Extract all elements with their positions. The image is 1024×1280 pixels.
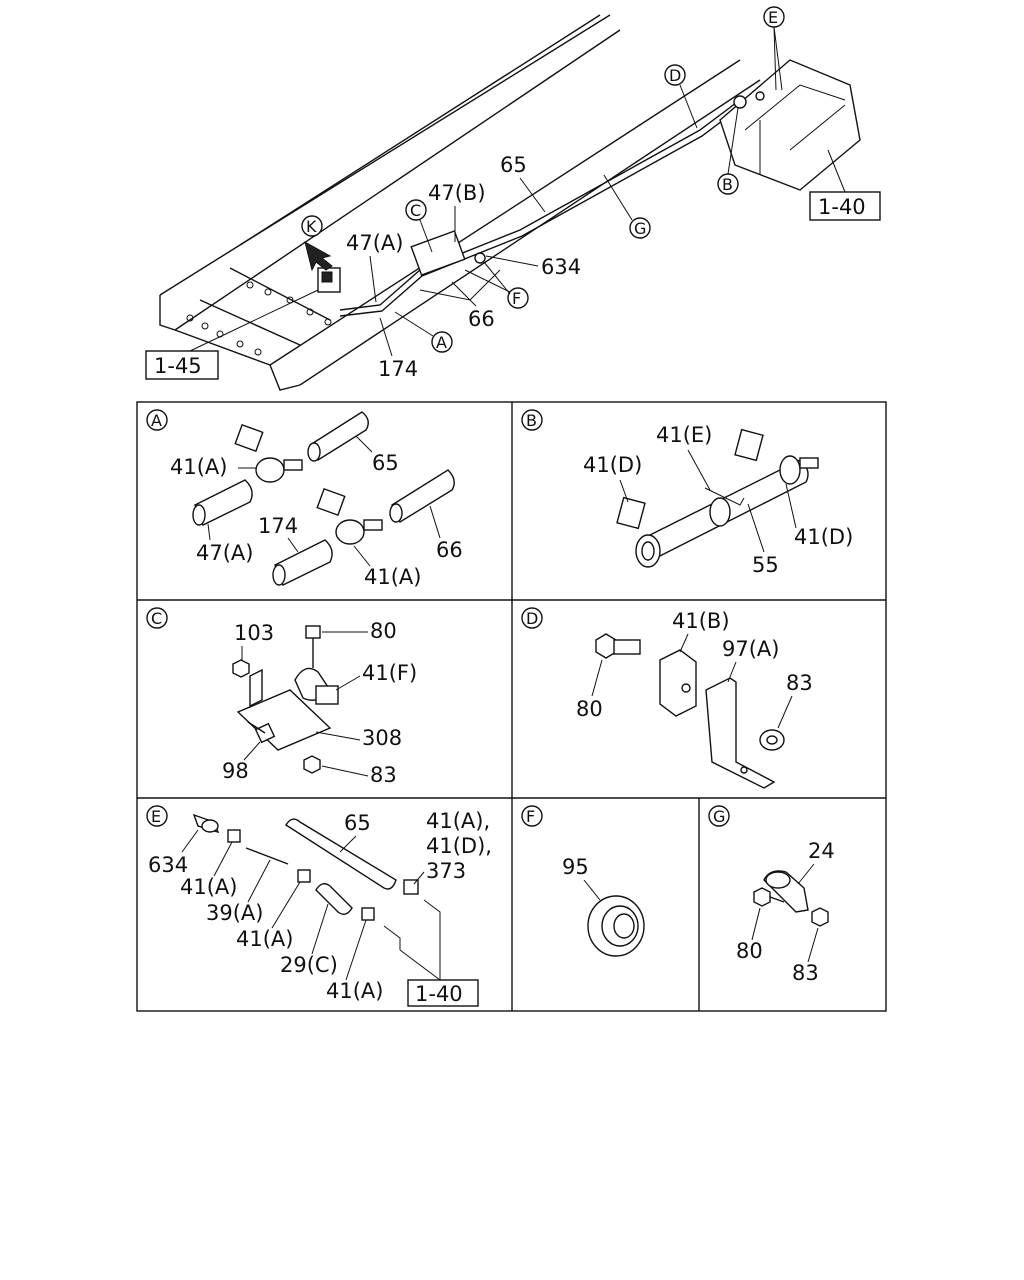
a-label-41a-1: 41(A) [170, 455, 227, 479]
label-47a: 47(A) [346, 231, 403, 255]
callout-a: A [436, 333, 447, 352]
g-label-83: 83 [792, 961, 819, 985]
c-label-41f: 41(F) [362, 661, 417, 685]
label-634: 634 [541, 255, 581, 279]
e-label-41a-2: 41(A) [236, 927, 293, 951]
c-label-98: 98 [222, 759, 249, 783]
detail-a: A 41(A) 65 47(A) 174 66 41(A) [146, 409, 463, 589]
g-label-24: 24 [808, 839, 835, 863]
e-label-41a-3: 41(A) [326, 979, 383, 1003]
d-label-41b: 41(B) [672, 609, 730, 633]
b-label-41e: 41(E) [656, 423, 712, 447]
d-label-97a: 97(A) [722, 637, 779, 661]
a-label-66: 66 [436, 538, 463, 562]
e-label-39a: 39(A) [206, 901, 263, 925]
detail-f-id: F [526, 807, 535, 826]
c-label-80: 80 [370, 619, 397, 643]
c-label-308: 308 [362, 726, 402, 750]
callout-d: D [669, 66, 681, 85]
a-label-47a: 47(A) [196, 541, 253, 565]
e-label-41a-1: 41(A) [180, 875, 237, 899]
a-label-41a-2: 41(A) [364, 565, 421, 589]
a-label-65: 65 [372, 451, 399, 475]
e-label-29c: 29(C) [280, 953, 338, 977]
detail-e: E 65 41(A), 41(D), 373 634 41(A) 39(A) 4… [146, 805, 492, 1007]
overview-assembly: K E D B C G [145, 6, 881, 391]
overview-labels: 65 47(B) 47(A) 634 66 174 [346, 153, 581, 381]
detail-g-id: G [713, 807, 725, 826]
detail-c: C 103 80 41(F) 308 98 83 [146, 607, 417, 787]
e-ref-box [407, 979, 479, 1007]
e-label-373: 373 [426, 859, 466, 883]
c-label-83: 83 [370, 763, 397, 787]
e-ref-text: 1-40 [415, 982, 463, 1006]
f-label-95: 95 [562, 855, 589, 879]
detail-e-id: E [151, 807, 161, 826]
g-label-80: 80 [736, 939, 763, 963]
view-arrow-k: K [301, 215, 333, 272]
label-47b: 47(B) [428, 181, 486, 205]
a-label-174: 174 [258, 514, 298, 538]
callout-f: F [512, 289, 521, 308]
callout-e: E [768, 8, 778, 27]
detail-d: D 41(B) 97(A) 83 80 [521, 607, 813, 789]
detail-g: G 24 80 83 [708, 805, 835, 985]
ref-box-front: 1-45 [145, 289, 319, 380]
detail-f: F 95 [521, 805, 645, 957]
label-65: 65 [500, 153, 527, 177]
e-label-65: 65 [344, 811, 371, 835]
b-label-55: 55 [752, 553, 779, 577]
ref-box-tank: 1-40 [809, 149, 881, 221]
fuel-tank [719, 59, 861, 191]
label-174: 174 [378, 357, 418, 381]
view-marker-k: K [306, 217, 317, 236]
overview-callouts: E D B C G F A [394, 6, 785, 353]
detail-b: B 41(D) 41(E) 41(D) 55 [521, 409, 853, 577]
callout-c: C [410, 201, 421, 220]
frame-rail-drawing [159, 14, 761, 391]
ref-front-text: 1-45 [154, 354, 202, 378]
detail-d-id: D [526, 609, 538, 628]
label-66: 66 [468, 307, 495, 331]
detail-grid [136, 401, 887, 1012]
callout-g: G [634, 219, 646, 238]
c-label-103: 103 [234, 621, 274, 645]
detail-b-id: B [526, 411, 537, 430]
callout-b: B [722, 175, 733, 194]
e-label-41d-list: 41(D), [426, 834, 492, 858]
fuel-pipe-run [317, 91, 781, 317]
detail-a-id: A [151, 411, 162, 430]
d-label-80: 80 [576, 697, 603, 721]
detail-c-id: C [151, 609, 162, 628]
d-label-83: 83 [786, 671, 813, 695]
ref-tank-text: 1-40 [818, 195, 866, 219]
b-label-41d-2: 41(D) [794, 525, 853, 549]
e-label-634: 634 [148, 853, 188, 877]
e-label-41a-list: 41(A), [426, 809, 490, 833]
b-label-41d-1: 41(D) [583, 453, 642, 477]
